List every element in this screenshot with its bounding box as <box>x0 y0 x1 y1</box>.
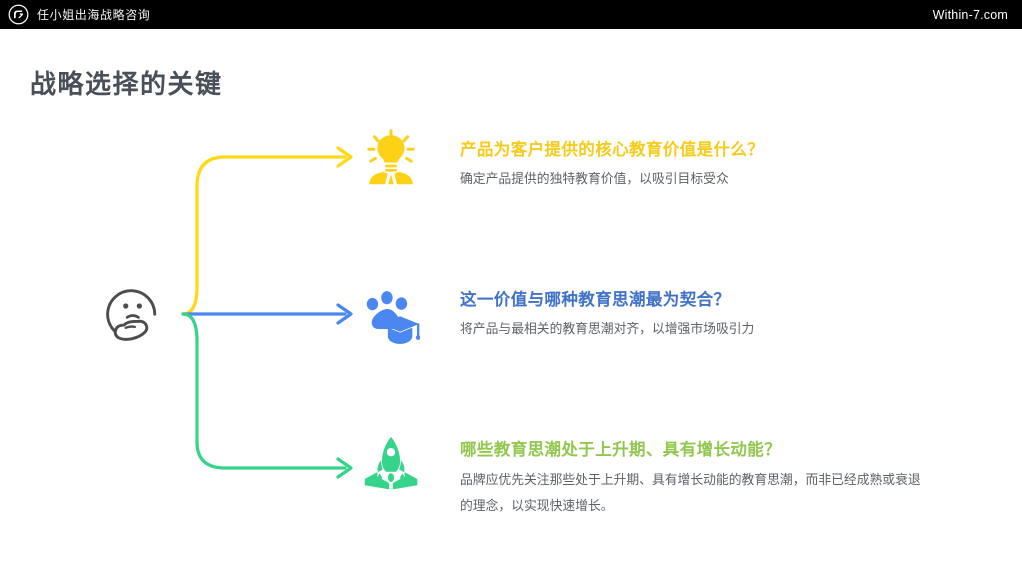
site-url-label: Within-7.com <box>932 7 1008 22</box>
connector-arrow-row-1 <box>181 303 353 325</box>
row-body: 品牌应优先关注那些处于上升期、具有增长动能的教育思潮，而非已经成熟或衰退的理念，… <box>460 473 921 514</box>
row-heading: 这一价值与哪种教育思潮最为契合？ <box>460 290 731 309</box>
within7-monogram-logo-icon <box>8 4 29 25</box>
lightbulb-person-idea-icon <box>367 129 415 185</box>
paw-graduation-cap-icon <box>366 291 420 344</box>
row-text-block: 哪些教育思潮处于上升期、具有增长动能？ 品牌应优先关注那些处于上升期、具有增长动… <box>460 436 930 519</box>
row-text-block: 这一价值与哪种教育思潮最为契合？ 将产品与最相关的教育思潮对齐，以增强市场吸引力 <box>460 286 940 343</box>
row-body: 将产品与最相关的教育思潮对齐，以增强市场吸引力 <box>460 322 755 337</box>
top-bar: 任小姐出海战略咨询 Within-7.com <box>0 0 1022 29</box>
connector-arrow-row-2 <box>181 312 353 479</box>
page-title: 战略选择的关键 <box>30 70 223 100</box>
row-body: 确定产品提供的独特教育价值，以吸引目标受众 <box>460 172 729 187</box>
rocket-launch-growth-icon <box>364 436 418 490</box>
row-heading: 哪些教育思潮处于上升期、具有增长动能？ <box>460 440 782 459</box>
row-heading: 产品为客户提供的核心教育价值是什么？ <box>460 140 765 159</box>
connector-arrow-row-0 <box>181 146 353 316</box>
brand-block: 任小姐出海战略咨询 <box>8 0 150 29</box>
brand-name-label: 任小姐出海战略咨询 <box>37 8 151 22</box>
row-text-block: 产品为客户提供的核心教育价值是什么？ 确定产品提供的独特教育价值，以吸引目标受众 <box>460 136 940 193</box>
thinking-face-icon <box>106 289 157 341</box>
